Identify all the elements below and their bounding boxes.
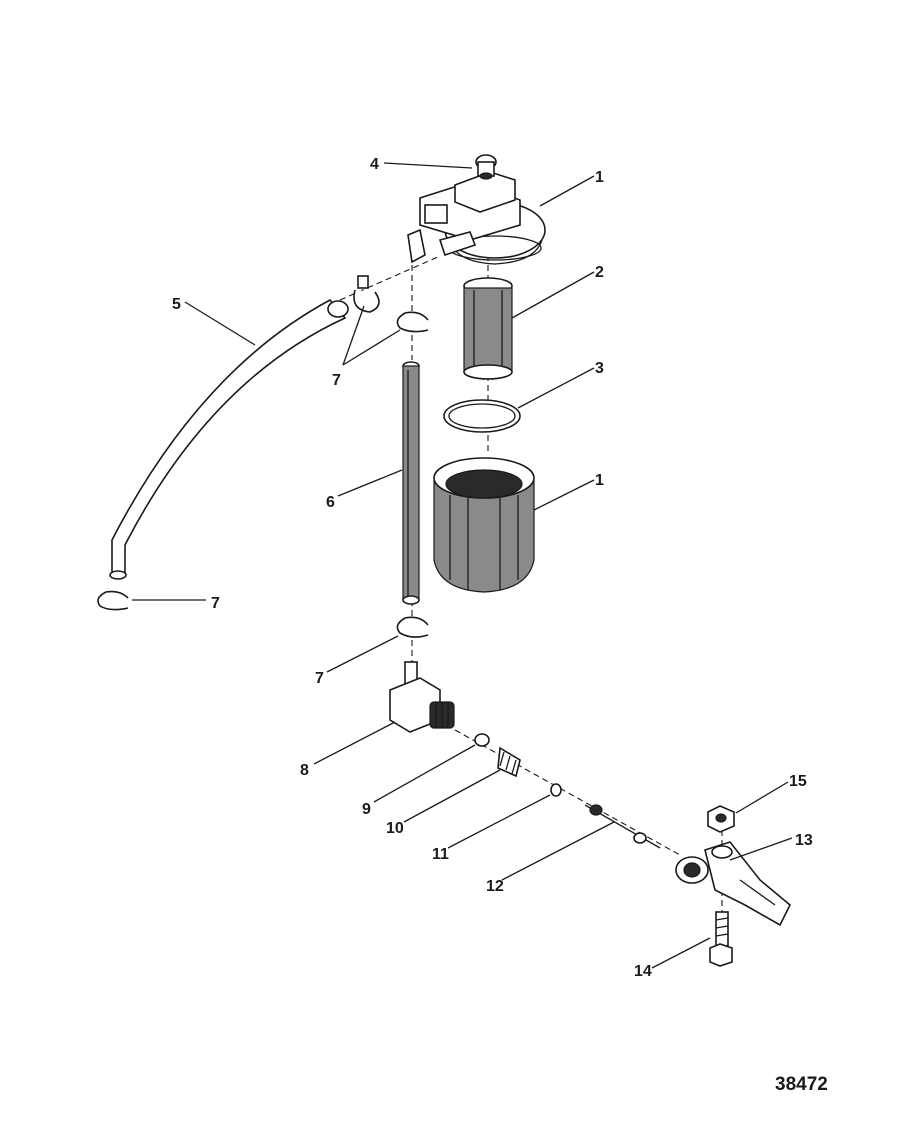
callout-1-bowl: 1 <box>595 472 604 489</box>
bolt-part <box>709 911 733 967</box>
callout-12: 12 <box>486 878 504 895</box>
callout-14: 14 <box>634 963 652 980</box>
callout-8: 8 <box>300 762 309 779</box>
callout-9: 9 <box>362 801 371 818</box>
leader-lines <box>132 162 793 969</box>
assembly-centerlines <box>339 245 723 915</box>
callout-1-head: 1 <box>595 169 604 186</box>
callout-labels: 1 2 3 1 4 5 6 7 7 7 8 9 10 11 12 13 14 1… <box>172 156 813 980</box>
small-o-ring-part <box>550 783 562 797</box>
callout-10: 10 <box>386 820 404 837</box>
hose-clamp-part-lower <box>396 616 429 638</box>
drawing-number: 38472 <box>775 1074 828 1095</box>
washer-part <box>474 733 490 747</box>
check-valve-part <box>584 804 661 849</box>
callout-5: 5 <box>172 296 181 313</box>
hose-clamp-part-upper <box>353 275 380 313</box>
nut-part <box>707 805 735 833</box>
fuel-tube-part <box>402 361 420 605</box>
callout-4: 4 <box>370 156 379 173</box>
callout-7-left: 7 <box>211 595 220 612</box>
spring-part <box>497 746 521 778</box>
callout-3: 3 <box>595 360 604 377</box>
hose-clamp-part-mid <box>396 311 429 333</box>
filter-bowl-part <box>433 457 535 593</box>
o-ring-part <box>443 399 521 433</box>
filter-element-part <box>463 277 513 380</box>
callout-7-upper: 7 <box>332 372 341 389</box>
filter-head-part <box>407 171 546 265</box>
callout-7-lower: 7 <box>315 670 324 687</box>
fuel-fitting-part <box>675 841 791 927</box>
callout-2: 2 <box>595 264 604 281</box>
hose-clamp-part-lower-left <box>97 590 129 611</box>
fuel-hose-part <box>109 298 349 580</box>
callout-13: 13 <box>795 832 813 849</box>
callout-6: 6 <box>326 494 335 511</box>
callout-15: 15 <box>789 773 807 790</box>
vent-screw-part <box>475 154 497 180</box>
elbow-fitting-part <box>389 661 455 733</box>
callout-11: 11 <box>432 846 449 863</box>
